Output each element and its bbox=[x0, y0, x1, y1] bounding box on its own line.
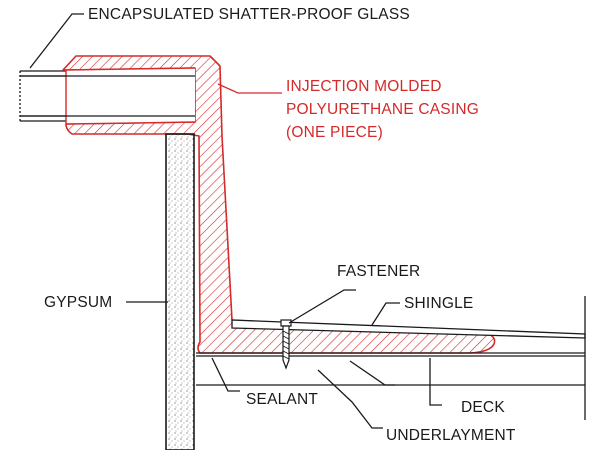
deck-label: DECK bbox=[461, 399, 505, 416]
fastener bbox=[280, 319, 292, 370]
underlayment-label: UNDERLAYMENT bbox=[386, 427, 516, 444]
casing-label-line2: POLYURETHANE CASING bbox=[286, 101, 479, 118]
leader-lines bbox=[29, 13, 442, 429]
glass-core bbox=[20, 75, 195, 117]
glass-label: ENCAPSULATED SHATTER-PROOF GLASS bbox=[88, 6, 410, 23]
sealant-label: SEALANT bbox=[246, 391, 318, 408]
fastener-label: FASTENER bbox=[337, 263, 420, 280]
shingle-label: SHINGLE bbox=[404, 295, 473, 312]
casing-label-line3: (ONE PIECE) bbox=[286, 124, 383, 141]
gypsum-wall bbox=[165, 133, 195, 450]
casing-label-line1: INJECTION MOLDED bbox=[286, 78, 442, 95]
gypsum-label: GYPSUM bbox=[44, 294, 112, 311]
